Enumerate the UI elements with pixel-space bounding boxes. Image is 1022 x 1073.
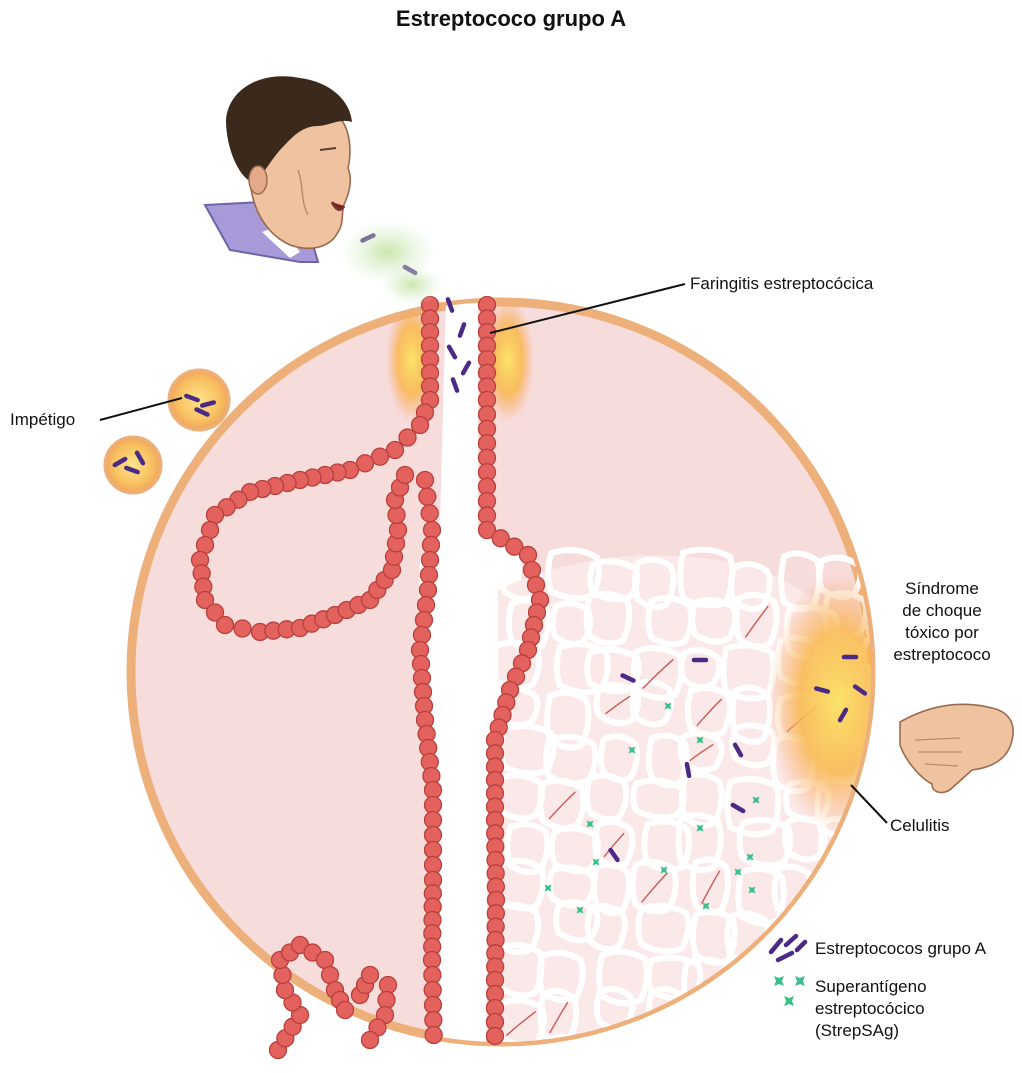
- tissue-fiber: [732, 989, 777, 1040]
- legend-sag-line3: (StrepSAg): [815, 1020, 927, 1042]
- label-celulitis: Celulitis: [890, 815, 950, 837]
- epithelial-cell: [362, 1032, 379, 1049]
- fibroblast: [594, 1049, 618, 1068]
- epithelial-cell: [378, 992, 395, 1009]
- epithelial-cell: [420, 582, 437, 599]
- epithelial-cell: [412, 417, 429, 434]
- tissue-fiber: [783, 1049, 820, 1068]
- epithelial-cell: [528, 577, 545, 594]
- epithelial-cell: [217, 617, 234, 634]
- epithelial-cell: [520, 547, 537, 564]
- tissue-fiber: [874, 857, 914, 896]
- legend-sag-symbol: [769, 971, 810, 1011]
- epithelial-cell: [487, 1028, 504, 1045]
- epithelial-cell: [399, 429, 416, 446]
- tissue-fiber: [645, 1036, 686, 1068]
- streptococcus: [816, 688, 828, 691]
- epithelial-cell: [388, 507, 405, 524]
- label-toxic-shock-line4: estreptococo: [867, 644, 1017, 666]
- superantigen: [790, 971, 810, 991]
- fibroblast: [555, 1048, 579, 1068]
- label-faringitis: Faringitis estreptocócica: [690, 273, 873, 295]
- superantigen: [769, 971, 789, 991]
- streptococcus: [687, 764, 689, 776]
- epithelial-cell: [524, 562, 541, 579]
- epithelial-cell: [277, 982, 294, 999]
- epithelial-cell: [416, 612, 433, 629]
- epithelial-cell: [274, 967, 291, 984]
- figure-title: Estreptococo grupo A: [0, 6, 1022, 32]
- hand: [900, 704, 1013, 792]
- tissue-fiber: [738, 1045, 786, 1068]
- label-toxic-shock-line3: tóxico por: [867, 622, 1017, 644]
- legend-sag-line1: Superantígeno: [815, 976, 927, 998]
- tissue-fiber: [688, 991, 728, 1037]
- tissue-fiber: [820, 872, 866, 911]
- epithelial-cell: [397, 467, 414, 484]
- epithelial-cell: [362, 967, 379, 984]
- label-toxic-shock: Síndrome de choque tóxico por estreptoco…: [867, 578, 1017, 666]
- streptococcus: [202, 402, 214, 405]
- person-coughing: [205, 76, 352, 262]
- tissue-fiber: [730, 957, 768, 1009]
- epithelial-cell: [425, 1027, 442, 1044]
- label-toxic-shock-line2: de choque: [867, 600, 1017, 622]
- epithelial-cell: [380, 977, 397, 994]
- epithelial-cell: [419, 488, 436, 505]
- cough-droplets: [340, 220, 442, 305]
- legend-sag-line2: estreptocócico: [815, 998, 927, 1020]
- tissue-fiber: [692, 1042, 733, 1068]
- legend-strep-label: Estreptococos grupo A: [815, 938, 986, 960]
- epithelial-cell: [390, 522, 407, 539]
- epithelial-cell: [418, 597, 435, 614]
- legend-strep-symbol: [771, 936, 805, 960]
- label-impetigo: Impétigo: [10, 409, 75, 431]
- superantigen: [779, 991, 799, 1011]
- epithelial-cell: [337, 1002, 354, 1019]
- tissue-fiber: [585, 1038, 626, 1068]
- epithelial-cell: [417, 472, 434, 489]
- epithelial-cell: [414, 627, 431, 644]
- tissue-fiber: [496, 1044, 537, 1068]
- label-toxic-shock-line1: Síndrome: [867, 578, 1017, 600]
- epithelial-cell: [421, 505, 438, 522]
- epithelial-cell: [234, 620, 251, 637]
- legend-superantigen-label: Superantígeno estreptocócico (StrepSAg): [815, 976, 927, 1042]
